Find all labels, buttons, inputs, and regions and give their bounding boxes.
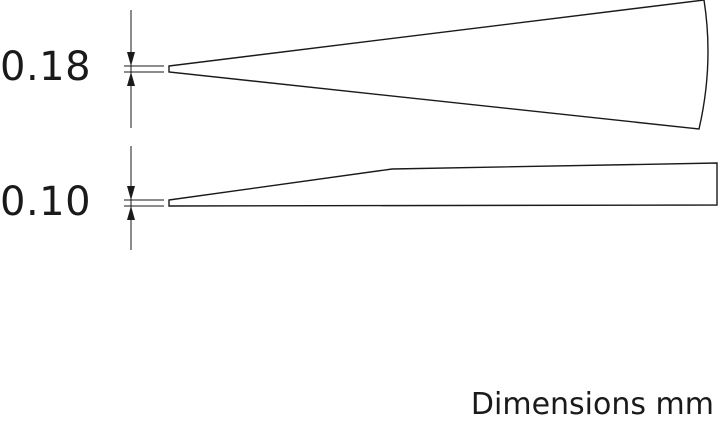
lower-dimension-marker xyxy=(124,146,164,250)
upper-dimension-marker xyxy=(124,10,164,128)
units-note: Dimensions mm xyxy=(470,387,714,422)
upper-dimension-label: 0.18 xyxy=(0,44,92,90)
upper-tip-profile xyxy=(168,0,709,130)
lower-dimension-label: 0.10 xyxy=(0,179,92,225)
lower-tip-profile xyxy=(168,162,718,207)
